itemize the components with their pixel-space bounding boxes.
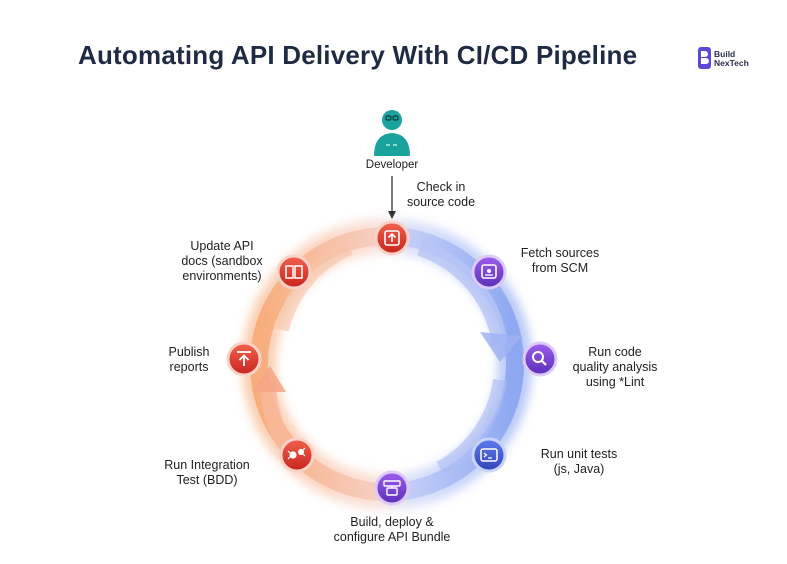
step-label-check-in: Check in source code	[396, 180, 486, 210]
flow-arc-bottom-right	[436, 378, 507, 475]
developer-avatar-icon	[374, 110, 410, 156]
step-label-line: Run Integration	[164, 458, 250, 472]
node-publish-reports	[226, 341, 262, 377]
checkin-arrowhead-icon	[388, 211, 396, 219]
step-label-update-docs: Update API docs (sandbox environments)	[163, 239, 281, 284]
node-build-deploy	[374, 470, 410, 506]
step-label-line: Fetch sources	[520, 246, 600, 260]
step-label-line: configure API Bundle	[333, 530, 451, 544]
book-icon	[285, 265, 303, 279]
step-label-line: Update API	[190, 239, 254, 253]
step-label-build-deploy: Build, deploy & configure API Bundle	[312, 515, 472, 545]
step-label-line: (js, Java)	[553, 462, 605, 476]
bugs-icon	[287, 447, 306, 460]
step-label-integration-test: Run Integration Test (BDD)	[146, 458, 268, 488]
card-icon	[481, 264, 497, 279]
step-label-line: using *Lint	[585, 375, 645, 389]
step-label-line: Build, deploy &	[350, 515, 434, 529]
flow-arrow-right-icon	[480, 332, 522, 362]
step-label-line: Check in	[416, 180, 466, 194]
logo-mark-icon	[698, 47, 711, 69]
brand-logo: Build NexTech	[698, 47, 768, 71]
terminal-icon	[480, 448, 498, 462]
step-label-line: Run code	[588, 345, 642, 359]
step-label-line: docs (sandbox	[181, 254, 263, 268]
flow-arrow-left-icon	[252, 366, 286, 392]
search-icon	[532, 351, 547, 366]
step-label-line: from SCM	[531, 261, 589, 275]
node-update-docs	[276, 254, 312, 290]
step-label-code-quality: Run code quality analysis using *Lint	[560, 345, 670, 390]
step-label-line: source code	[406, 195, 476, 209]
step-label-publish-reports: Publish reports	[153, 345, 225, 375]
step-label-line: Publish	[168, 345, 210, 359]
page-title: Automating API Delivery With CI/CD Pipel…	[78, 40, 638, 70]
node-check-in	[374, 220, 410, 256]
step-label-line: quality analysis	[572, 360, 658, 374]
node-unit-tests	[471, 437, 507, 473]
node-fetch-sources	[471, 254, 507, 290]
node-integration-test	[279, 437, 315, 473]
developer-label: Developer	[365, 159, 419, 171]
step-label-line: Run unit tests	[540, 447, 618, 461]
step-label-line: Test (BDD)	[176, 473, 238, 487]
step-label-line: reports	[169, 360, 209, 374]
upload-icon	[384, 230, 400, 246]
logo-text-line2: NexTech	[714, 58, 749, 68]
step-label-fetch-sources: Fetch sources from SCM	[505, 246, 615, 276]
logo-text-line1: Build	[714, 49, 736, 59]
step-label-line: environments)	[182, 269, 262, 283]
step-label-unit-tests: Run unit tests (js, Java)	[524, 447, 634, 477]
node-code-quality	[522, 341, 558, 377]
package-icon	[383, 480, 401, 496]
upload-arrow-icon	[237, 351, 251, 366]
flow-arc-right	[417, 240, 508, 347]
